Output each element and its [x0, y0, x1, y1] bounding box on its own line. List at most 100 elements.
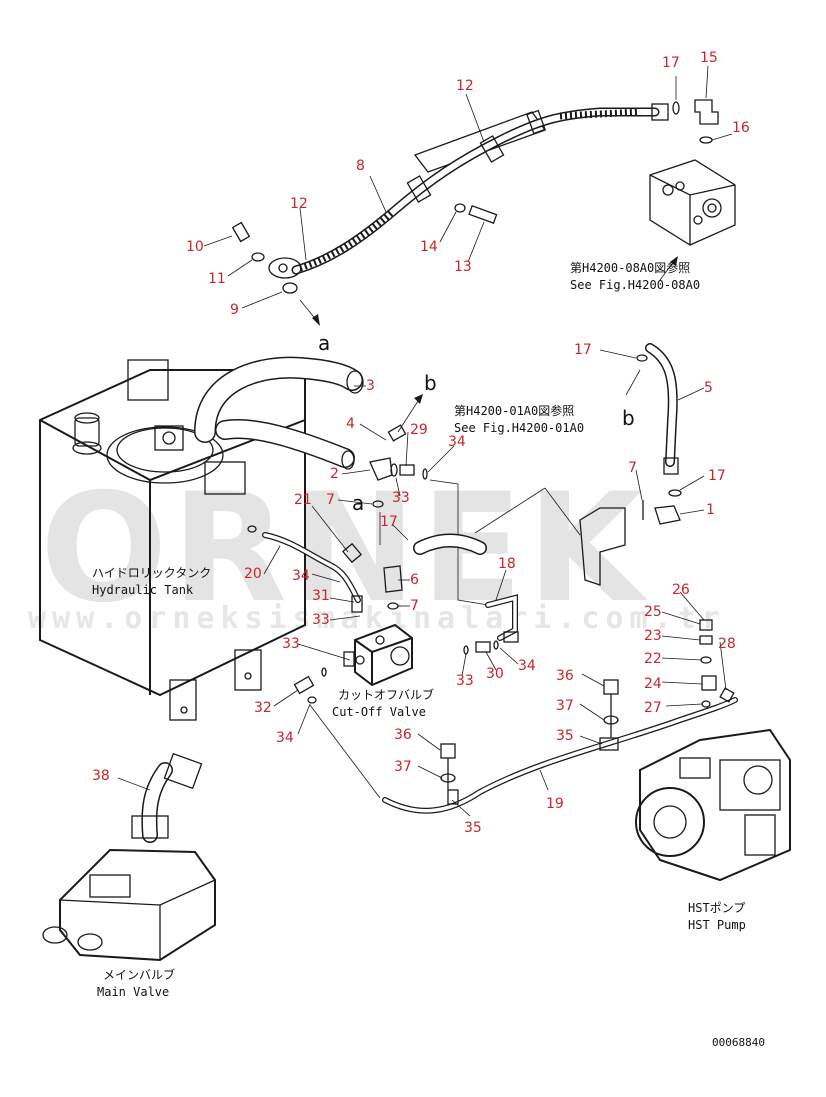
callout-8: 8: [356, 158, 365, 174]
clamp-35a: [447, 789, 459, 805]
oring-34c: [307, 696, 317, 704]
callout-37: 37: [556, 698, 574, 714]
callout-7: 7: [326, 492, 335, 508]
callout-22: 22: [644, 651, 662, 667]
fitting-30b: [503, 631, 519, 643]
hydraulic-tank: [39, 356, 364, 721]
watermark-brand: ORNEK: [40, 462, 648, 636]
cutoff-valve-jp: カットオフバルブ: [338, 687, 434, 702]
hose-5-fitting: [663, 457, 679, 475]
hose-fitting: [651, 103, 669, 121]
fitting-29: [399, 464, 415, 476]
callout-17: 17: [574, 342, 592, 358]
callout-29: 29: [410, 422, 428, 438]
callout-36: 36: [394, 727, 412, 743]
callout-12: 12: [456, 78, 474, 94]
hst-pump-jp: HSTポンプ: [688, 901, 745, 915]
oring-9: [282, 282, 298, 294]
hose-8-assembly: [231, 103, 669, 294]
callout-26: 26: [672, 582, 690, 598]
main-valve-jp: メインバルブ: [103, 967, 175, 982]
callout-10: 10: [186, 239, 204, 255]
washer-11: [251, 252, 265, 262]
plug-25: [699, 619, 713, 631]
callout-24: 24: [644, 676, 662, 692]
oring-33e: [463, 645, 469, 655]
callout-38: 38: [92, 768, 110, 784]
bolt-10: [231, 221, 251, 243]
oring-27: [701, 700, 711, 708]
main-valve-en: Main Valve: [97, 985, 169, 999]
callout-6: 6: [410, 572, 419, 588]
callout-9: 9: [230, 302, 239, 318]
oring-16: [699, 136, 713, 144]
callout-32: 32: [254, 700, 272, 716]
flange: [268, 257, 302, 279]
elbow-1: [654, 505, 681, 525]
leaders: [117, 65, 733, 817]
callout-12: 12: [290, 196, 308, 212]
callout-34: 34: [518, 658, 536, 674]
callout-33: 33: [456, 673, 474, 689]
connector-block: [649, 159, 736, 281]
callout-21: 21: [294, 492, 312, 508]
hydraulic-tank-jp: ハイドロリックタンク: [92, 566, 211, 580]
hose-bracket-12: [413, 111, 547, 173]
callout-18: 18: [498, 556, 516, 572]
main-valve: [42, 752, 216, 962]
callout-23: 23: [644, 628, 662, 644]
callout-2: 2: [330, 466, 339, 482]
elbow-15: [694, 99, 719, 125]
elbow-32: [293, 675, 315, 695]
bolt-36a: [440, 743, 456, 759]
callout-20: 20: [244, 566, 262, 582]
callout-19: 19: [546, 796, 564, 812]
washer-14: [454, 203, 466, 213]
bolt-13: [468, 204, 498, 224]
letter-b-mid: b: [622, 406, 635, 430]
fitting-23: [699, 635, 713, 645]
callout-5: 5: [704, 380, 713, 396]
oring-34a: [422, 468, 428, 480]
cutoff-valve-en: Cut-Off Valve: [332, 705, 426, 719]
callout-33: 33: [282, 636, 300, 652]
hydraulic-tank-en: Hydraulic Tank: [92, 583, 194, 597]
callout-27: 27: [644, 700, 662, 716]
callout-17: 17: [662, 55, 680, 71]
callout-36: 36: [556, 668, 574, 684]
callout-33: 33: [312, 612, 330, 628]
letter-a-top: a: [318, 331, 330, 355]
callout-17: 17: [380, 514, 398, 530]
callout-35: 35: [556, 728, 574, 744]
clamp-12a: [406, 175, 432, 203]
callout-1: 1: [706, 502, 715, 518]
oring-34d: [493, 640, 499, 650]
clamp-35b: [599, 737, 619, 751]
oring-17a: [672, 101, 680, 115]
mount-bracket: [579, 507, 626, 586]
callout-4: 4: [346, 416, 355, 432]
callout-16: 16: [732, 120, 750, 136]
ref-08a0-en: See Fig.H4200-08A0: [570, 278, 700, 292]
callout-34: 34: [292, 568, 310, 584]
callout-31: 31: [312, 588, 330, 604]
elbow-6: [383, 565, 403, 593]
clamp-12b: [479, 135, 505, 163]
callout-35: 35: [464, 820, 482, 836]
oring-33a: [390, 463, 398, 477]
callout-34: 34: [448, 434, 466, 450]
drawing-number: 00068840: [712, 1036, 765, 1049]
ref-01a0-jp: 第H4200-01A0図参照: [454, 403, 574, 418]
cutoff-valve: [343, 623, 413, 687]
oring-20: [247, 525, 257, 533]
ref-08a0-jp: 第H4200-08A0図参照: [570, 260, 690, 275]
clamp-12c: [526, 109, 546, 135]
fitting-30a: [475, 641, 491, 653]
letter-b-top: b: [424, 371, 437, 395]
letter-a-mid: a: [352, 491, 364, 515]
callout-13: 13: [454, 259, 472, 275]
callout-15: 15: [700, 50, 718, 66]
watermark-url: www.orneksismakinalari.com.tr: [28, 601, 726, 636]
hst-pump: [635, 728, 791, 882]
